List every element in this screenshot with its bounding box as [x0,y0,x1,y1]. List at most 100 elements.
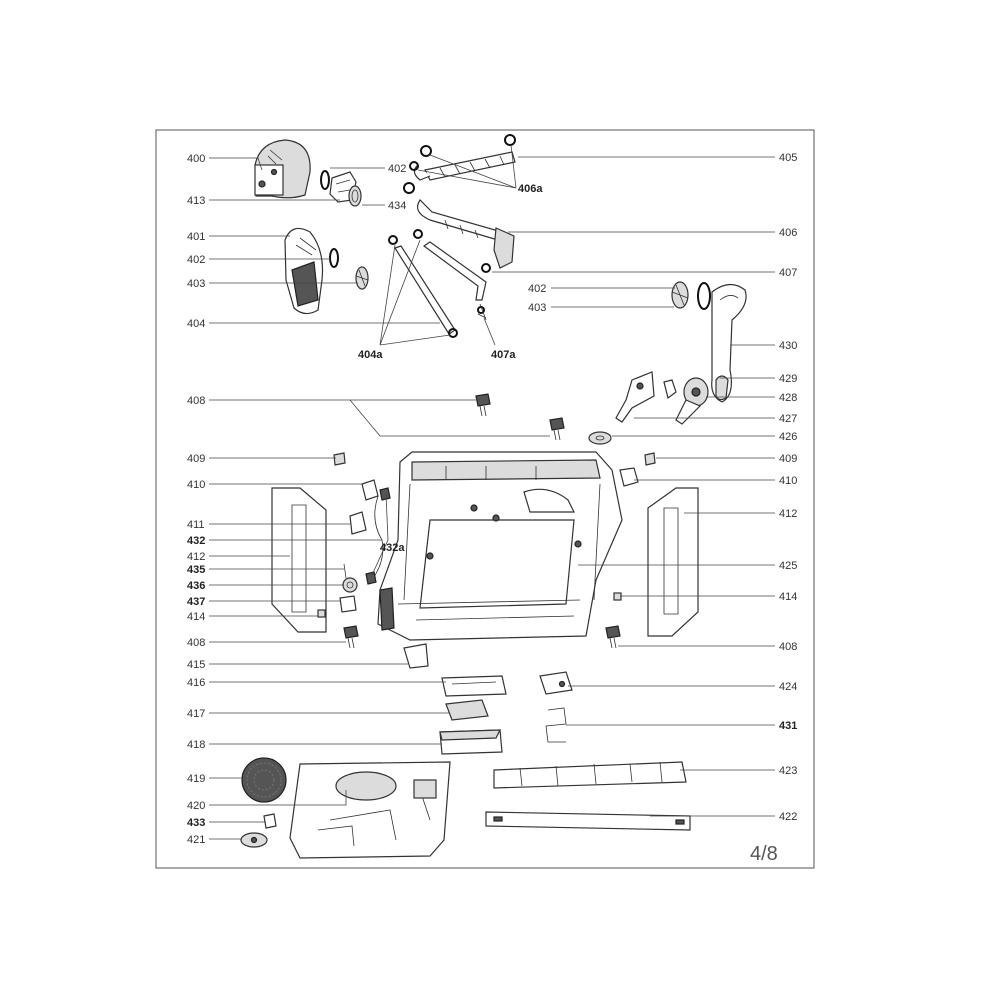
label-402: 402 [187,254,205,266]
part-latch [361,479,379,501]
label-410: 410 [187,479,205,491]
part-main-frame [377,451,623,641]
label-422: 422 [779,811,797,823]
label-420: 420 [187,800,205,812]
label-430: 430 [779,340,797,352]
part-small-bracket [263,813,277,829]
part-filter-right [671,281,711,310]
label-408: 408 [779,641,797,653]
label-419: 419 [187,773,205,785]
label-406a: 406a [518,183,543,195]
part-wire-plug [365,571,377,585]
part-spacer [613,592,622,601]
label-434: 434 [388,200,406,212]
label-403: 403 [528,302,546,314]
label-406: 406 [779,227,797,239]
label-414: 414 [779,591,797,603]
part-filter-disk [348,185,362,207]
part-door-arm [711,283,747,403]
part-guide [545,707,567,743]
part-side-panel-right [647,487,699,637]
label-415: 415 [187,659,205,671]
part-holder [403,643,429,669]
label-402: 402 [388,163,406,175]
label-416: 416 [187,677,205,689]
label-428: 428 [779,392,797,404]
part-bracket-424 [539,671,573,695]
part-drain-pump [284,227,324,315]
label-402: 402 [528,283,546,295]
part-hose-404 [388,229,458,338]
part-clip [333,452,346,466]
part-clip [644,452,656,466]
part-grille [241,757,287,803]
label-426: 426 [779,431,797,443]
part-hose-407 [422,241,487,321]
part-pin [343,563,347,579]
part-strip [485,811,691,831]
part-base [289,761,451,859]
label-435: 435 [187,564,205,576]
part-wire [371,495,384,581]
label-411: 411 [187,519,205,531]
part-nut [342,577,358,593]
part-o-ring [329,248,339,268]
label-433: 433 [187,817,205,829]
label-432: 432 [187,535,205,547]
part-plate [445,699,489,721]
label-412: 412 [779,508,797,520]
part-screw [475,393,491,417]
part-bracket-small [339,595,357,613]
part-hinge-left [615,371,677,423]
part-tray [441,675,507,697]
label-432a: 432a [380,542,405,554]
label-424: 424 [779,681,797,693]
part-hose-406 [403,182,515,273]
label-418: 418 [187,739,205,751]
part-rail [493,761,687,789]
part-o-ring [320,170,330,190]
part-spacer [317,609,326,618]
part-hinge-right [675,377,709,425]
label-414: 414 [187,611,205,623]
page-frame [155,129,815,869]
label-408: 408 [187,395,205,407]
label-413: 413 [187,195,205,207]
label-437: 437 [187,596,205,608]
part-screw [549,417,565,441]
part-plug [240,832,268,848]
label-409: 409 [187,453,205,465]
label-400: 400 [187,153,205,165]
label-417: 417 [187,708,205,720]
part-pump-motor [254,139,311,199]
leader-lines [209,144,775,840]
part-washer [588,431,612,445]
label-408: 408 [187,637,205,649]
label-429: 429 [779,373,797,385]
part-hose-405 [409,134,516,181]
parts-artwork [240,134,747,859]
label-412: 412 [187,551,205,563]
label-425: 425 [779,560,797,572]
label-407: 407 [779,267,797,279]
part-connector [349,511,367,535]
label-436: 436 [187,580,205,592]
label-410: 410 [779,475,797,487]
label-404a: 404a [358,349,383,361]
label-421: 421 [187,834,205,846]
label-409: 409 [779,453,797,465]
page-number: 4/8 [750,843,778,865]
label-423: 423 [779,765,797,777]
label-403: 403 [187,278,205,290]
label-404: 404 [187,318,205,330]
label-405: 405 [779,152,797,164]
label-401: 401 [187,231,205,243]
part-latch [619,467,639,487]
part-screw [343,625,359,649]
part-labels: 400 413 401 402 403 404 408 409 410 411 … [187,152,797,846]
part-wire-plug [379,487,391,501]
part-filter [355,266,369,290]
label-431: 431 [779,720,797,732]
part-screw [605,625,621,649]
